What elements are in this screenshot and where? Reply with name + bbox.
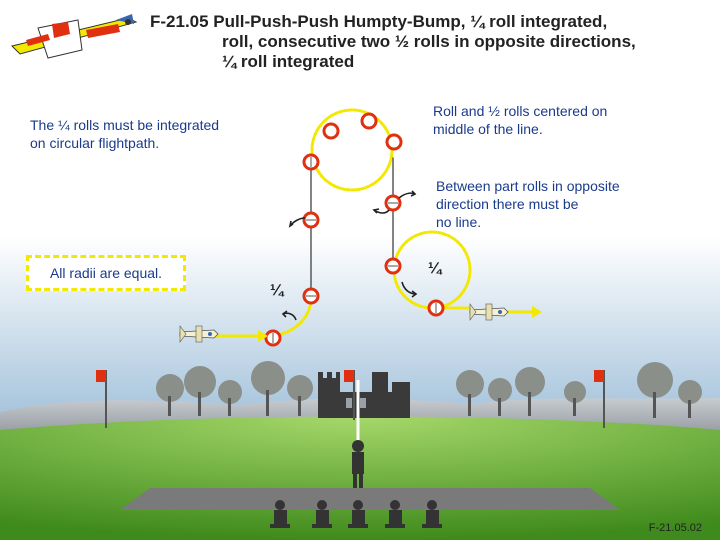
flag-right bbox=[594, 370, 605, 428]
note-opposite-direction: Between part rolls in opposite direction… bbox=[436, 177, 620, 231]
note-roll-centered-line-2: middle of the line. bbox=[433, 121, 543, 137]
arrow-quarter-right bbox=[401, 281, 417, 295]
flag-left bbox=[96, 370, 107, 428]
figure-title: F-21.05 Pull-Push-Push Humpty-Bump, ¼ ro… bbox=[150, 12, 710, 72]
roll-marker-exit bbox=[427, 299, 445, 317]
roll-marker-top-left bbox=[302, 153, 320, 171]
roll-marker-entry bbox=[264, 329, 282, 347]
title-line-2: roll, consecutive two ½ rolls in opposit… bbox=[222, 32, 636, 51]
entry-arrow bbox=[215, 330, 268, 342]
roll-marker-quarter-up bbox=[302, 287, 320, 305]
tree-group-right bbox=[456, 362, 702, 418]
tree-group-left bbox=[156, 361, 313, 416]
figure-code: F-21.05.02 bbox=[648, 522, 702, 534]
roll-marker-quarter-down bbox=[384, 257, 402, 275]
label-quarter-right: ¼ bbox=[428, 260, 442, 277]
note-opposite-direction-line-3: no line. bbox=[436, 214, 482, 230]
roll-arrows bbox=[281, 190, 418, 321]
judges-seated bbox=[270, 500, 442, 528]
plane-exit bbox=[469, 303, 509, 321]
title-line-3: ¼ roll integrated bbox=[222, 52, 355, 71]
plane-entry bbox=[179, 325, 219, 343]
runway bbox=[120, 488, 620, 510]
note-quarter-integrated: The ¼ rolls must be integrated on circul… bbox=[30, 116, 219, 152]
note-quarter-integrated-line-1: The ¼ rolls must be integrated bbox=[30, 117, 220, 133]
exit-arrow bbox=[505, 306, 542, 318]
judge-standing bbox=[352, 440, 364, 488]
roll-markers bbox=[264, 112, 445, 347]
label-quarter-left: ¼ bbox=[270, 282, 284, 299]
castle-ruins bbox=[318, 372, 410, 418]
roll-marker-loop-left bbox=[322, 122, 340, 140]
roll-marker-loop-top bbox=[360, 112, 378, 130]
note-opposite-direction-line-1: Between part rolls in opposite bbox=[436, 178, 620, 194]
sky bbox=[0, 0, 720, 430]
note-roll-centered: Roll and ½ rolls centered on middle of t… bbox=[433, 102, 607, 138]
roll-marker-half-down bbox=[384, 194, 402, 212]
plane-logo bbox=[11, 14, 138, 59]
roll-marker-loop-right bbox=[385, 133, 403, 151]
roll-marker-vertical-up bbox=[302, 211, 320, 229]
note-roll-centered-line-1: Roll and ½ rolls centered on bbox=[433, 103, 608, 119]
title-line-1: F-21.05 Pull-Push-Push Humpty-Bump, ¼ ro… bbox=[150, 12, 608, 31]
note-radii-equal: All radii are equal. bbox=[26, 255, 186, 291]
note-opposite-direction-line-2: direction there must be bbox=[436, 196, 579, 212]
note-quarter-integrated-line-2: on circular flightpath. bbox=[30, 135, 160, 151]
flag-centre bbox=[344, 370, 355, 420]
